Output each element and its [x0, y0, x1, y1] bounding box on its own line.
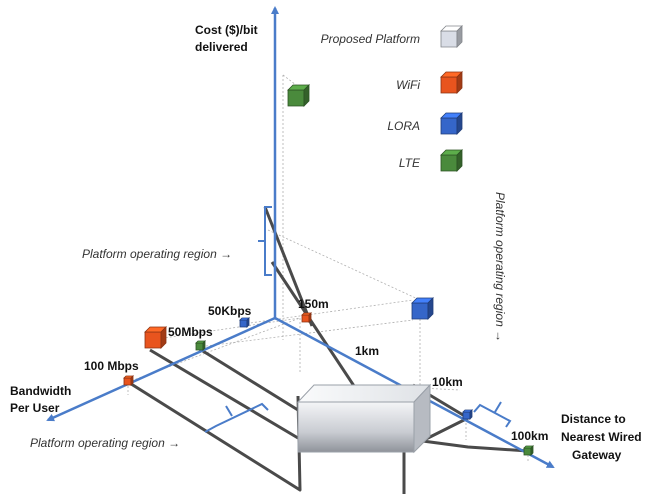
- distance-ticks: 150m 1km 10km 100km: [298, 297, 548, 443]
- tick-100mbps: 100 Mbps: [84, 359, 139, 373]
- lora-cube-icon: [440, 112, 463, 135]
- wifi-marker-150m: [301, 312, 312, 323]
- bottom-bracket: [204, 402, 269, 433]
- wifi-marker-100mbps: [123, 375, 134, 386]
- tick-150m: 150m: [298, 297, 329, 311]
- distance-axis-title-line1: Distance to: [561, 412, 626, 426]
- legend-label-proposed-platform: Proposed Platform: [321, 32, 420, 46]
- axes: [46, 6, 555, 469]
- region-label-right: Platform operating region →: [493, 192, 507, 342]
- lte-cube-icon: [440, 149, 463, 172]
- lte-cube-large: [287, 84, 310, 107]
- lora-cube-large: [411, 297, 434, 320]
- tick-50kbps: 50Kbps: [208, 304, 252, 318]
- legend-label-lte: LTE: [399, 156, 421, 170]
- region-label-left: Platform operating region →: [82, 247, 232, 261]
- tick-1km: 1km: [355, 344, 379, 358]
- region-labels: Platform operating region → Platform ope…: [30, 192, 507, 450]
- axis-titles: Cost ($)/bit delivered Bandwidth Per Use…: [10, 23, 642, 462]
- cost-axis-title-line2: delivered: [195, 40, 248, 54]
- lte-marker-100km: [523, 445, 534, 456]
- right-bracket: [473, 401, 512, 428]
- cost-axis-title-line1: Cost ($)/bit: [195, 23, 258, 37]
- bandwidth-axis-title-line2: Per User: [10, 401, 60, 415]
- left-bracket: [258, 206, 272, 276]
- tick-50mbps: 50Mbps: [168, 325, 213, 339]
- distance-axis-title-line2: Nearest Wired: [561, 430, 642, 444]
- proposed-platform-box: [296, 383, 432, 454]
- axis-markers: [123, 84, 534, 456]
- platform-cube-icon: [440, 25, 463, 48]
- legend-label-lora: LORA: [387, 119, 420, 133]
- wifi-cube-icon: [440, 71, 463, 94]
- region-brackets: [204, 206, 512, 433]
- wifi-cube-large: [144, 326, 167, 349]
- legend-label-wifi: WiFi: [396, 78, 420, 92]
- distance-axis-title-line3: Gateway: [572, 448, 622, 462]
- tick-10km: 10km: [432, 375, 463, 389]
- bandwidth-ticks: 100 Mbps 50Mbps 50Kbps: [84, 304, 252, 373]
- tick-100km: 100km: [511, 429, 548, 443]
- lte-marker-50mbps: [195, 340, 206, 351]
- region-label-bottom: Platform operating region →: [30, 436, 180, 450]
- bandwidth-axis: [46, 316, 276, 422]
- lora-marker-50kbps: [239, 317, 250, 328]
- lora-marker-10km: [462, 409, 473, 420]
- bandwidth-axis-title-line1: Bandwidth: [10, 384, 71, 398]
